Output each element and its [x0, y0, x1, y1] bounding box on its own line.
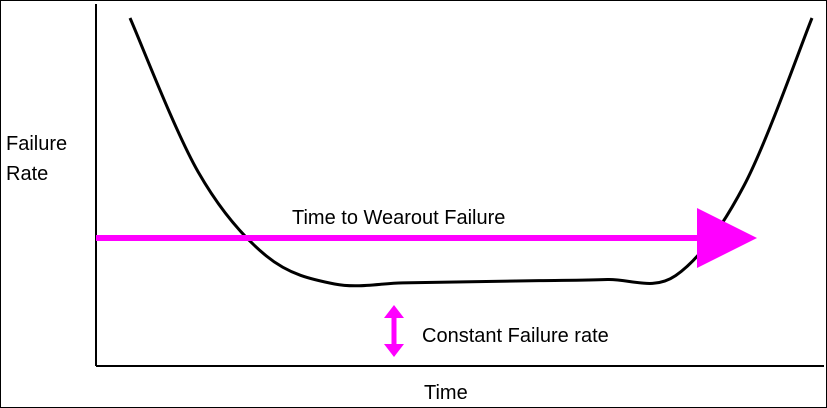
failure-rate-curve [128, 17, 814, 288]
constant-rate-label: Constant Failure rate [422, 325, 609, 347]
constant-rate-double-arrow [384, 305, 404, 357]
y-axis-label: Failure Rate [6, 133, 73, 185]
y-axis-label-line2: Rate [6, 163, 48, 185]
y-axis-label-line1: Failure [6, 133, 67, 155]
wearout-label: Time to Wearout Failure [292, 207, 505, 229]
x-axis-label: Time [424, 382, 468, 404]
